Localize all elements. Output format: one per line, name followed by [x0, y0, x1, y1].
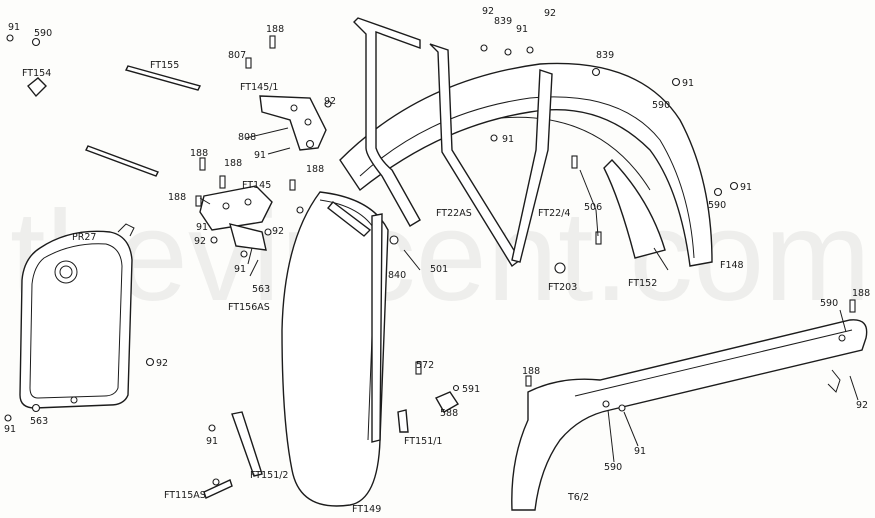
strap-ft151-2 — [231, 411, 263, 477]
bracket-ft203 — [554, 262, 566, 274]
label-91: 91 — [516, 24, 528, 35]
label-ft156as: FT156AS — [228, 302, 270, 313]
label-807: 807 — [228, 50, 246, 61]
handle-ft115as — [203, 478, 233, 499]
label-588: 588 — [440, 408, 458, 419]
label-92: 92 — [482, 6, 494, 17]
label-188: 188 — [852, 288, 870, 299]
label-ft154: FT154 — [22, 68, 51, 79]
watermark-text: thevincent.com — [10, 185, 871, 328]
rear-stay-t6-2 — [511, 319, 868, 511]
label-ft22-4: FT22/4 — [538, 208, 570, 219]
strap-ft151-1 — [397, 409, 409, 433]
bracket-588 — [435, 391, 459, 413]
fasteners — [4, 34, 856, 432]
label-92: 92 — [856, 400, 868, 411]
label-ft155: FT155 — [150, 60, 179, 71]
label-188: 188 — [266, 24, 284, 35]
label-pr27: PR27 — [72, 232, 96, 243]
label-91: 91 — [502, 134, 514, 145]
bracket-ft145-1 — [259, 95, 327, 151]
label-ft151-1: FT151/1 — [404, 436, 442, 447]
label-590: 590 — [652, 100, 670, 111]
label-839: 839 — [494, 16, 512, 27]
label-839: 839 — [596, 50, 614, 61]
label-188: 188 — [224, 158, 242, 169]
label-91: 91 — [8, 22, 20, 33]
bracket-ft145 — [199, 185, 273, 251]
label-563: 563 — [30, 416, 48, 427]
label-188: 188 — [190, 148, 208, 159]
label-188: 188 — [306, 164, 324, 175]
label-ft151-2: FT151/2 — [250, 470, 288, 481]
label-91: 91 — [254, 150, 266, 161]
label-92: 92 — [324, 96, 336, 107]
label-572: 572 — [416, 360, 434, 371]
label-92: 92 — [544, 8, 556, 19]
label-506: 506 — [584, 202, 602, 213]
label-ft149: FT149 — [352, 504, 381, 515]
label-91: 91 — [634, 446, 646, 457]
label-ft115as: FT115AS — [164, 490, 206, 501]
label-91: 91 — [206, 436, 218, 447]
label-t6-2: T6/2 — [567, 492, 589, 503]
label-ft145-1: FT145/1 — [240, 82, 278, 93]
rear-lamp-panel-pr27 — [19, 223, 135, 409]
label-840: 840 — [388, 270, 406, 281]
label-590: 590 — [604, 462, 622, 473]
rod-ft155 — [124, 65, 202, 91]
label-591: 591 — [462, 384, 480, 395]
label-f148: F148 — [720, 260, 744, 271]
label-91: 91 — [196, 222, 208, 233]
label-91: 91 — [234, 264, 246, 275]
label-92: 92 — [194, 236, 206, 247]
label-501: 501 — [430, 264, 448, 275]
label-92: 92 — [156, 358, 168, 369]
label-188: 188 — [522, 366, 540, 377]
label-ft145: FT145 — [242, 180, 271, 191]
label-188: 188 — [168, 192, 186, 203]
label-91: 91 — [4, 424, 16, 435]
rod-long — [85, 145, 159, 177]
label-ft203: FT203 — [548, 282, 577, 293]
label-590: 590 — [34, 28, 52, 39]
label-590: 590 — [708, 200, 726, 211]
label-ft152: FT152 — [628, 278, 657, 289]
rear-mudguard-f148 — [339, 62, 713, 267]
clip-ft154 — [27, 77, 47, 98]
leader-lines — [199, 127, 859, 463]
label-ft22as: FT22AS — [436, 208, 472, 219]
label-92: 92 — [272, 226, 284, 237]
label-91: 91 — [682, 78, 694, 89]
label-91: 91 — [740, 182, 752, 193]
front-mudguard-ft149 — [281, 191, 389, 507]
mudguard-stay-ft22as — [353, 17, 553, 268]
label-563: 563 — [252, 284, 270, 295]
label-590: 590 — [820, 298, 838, 309]
